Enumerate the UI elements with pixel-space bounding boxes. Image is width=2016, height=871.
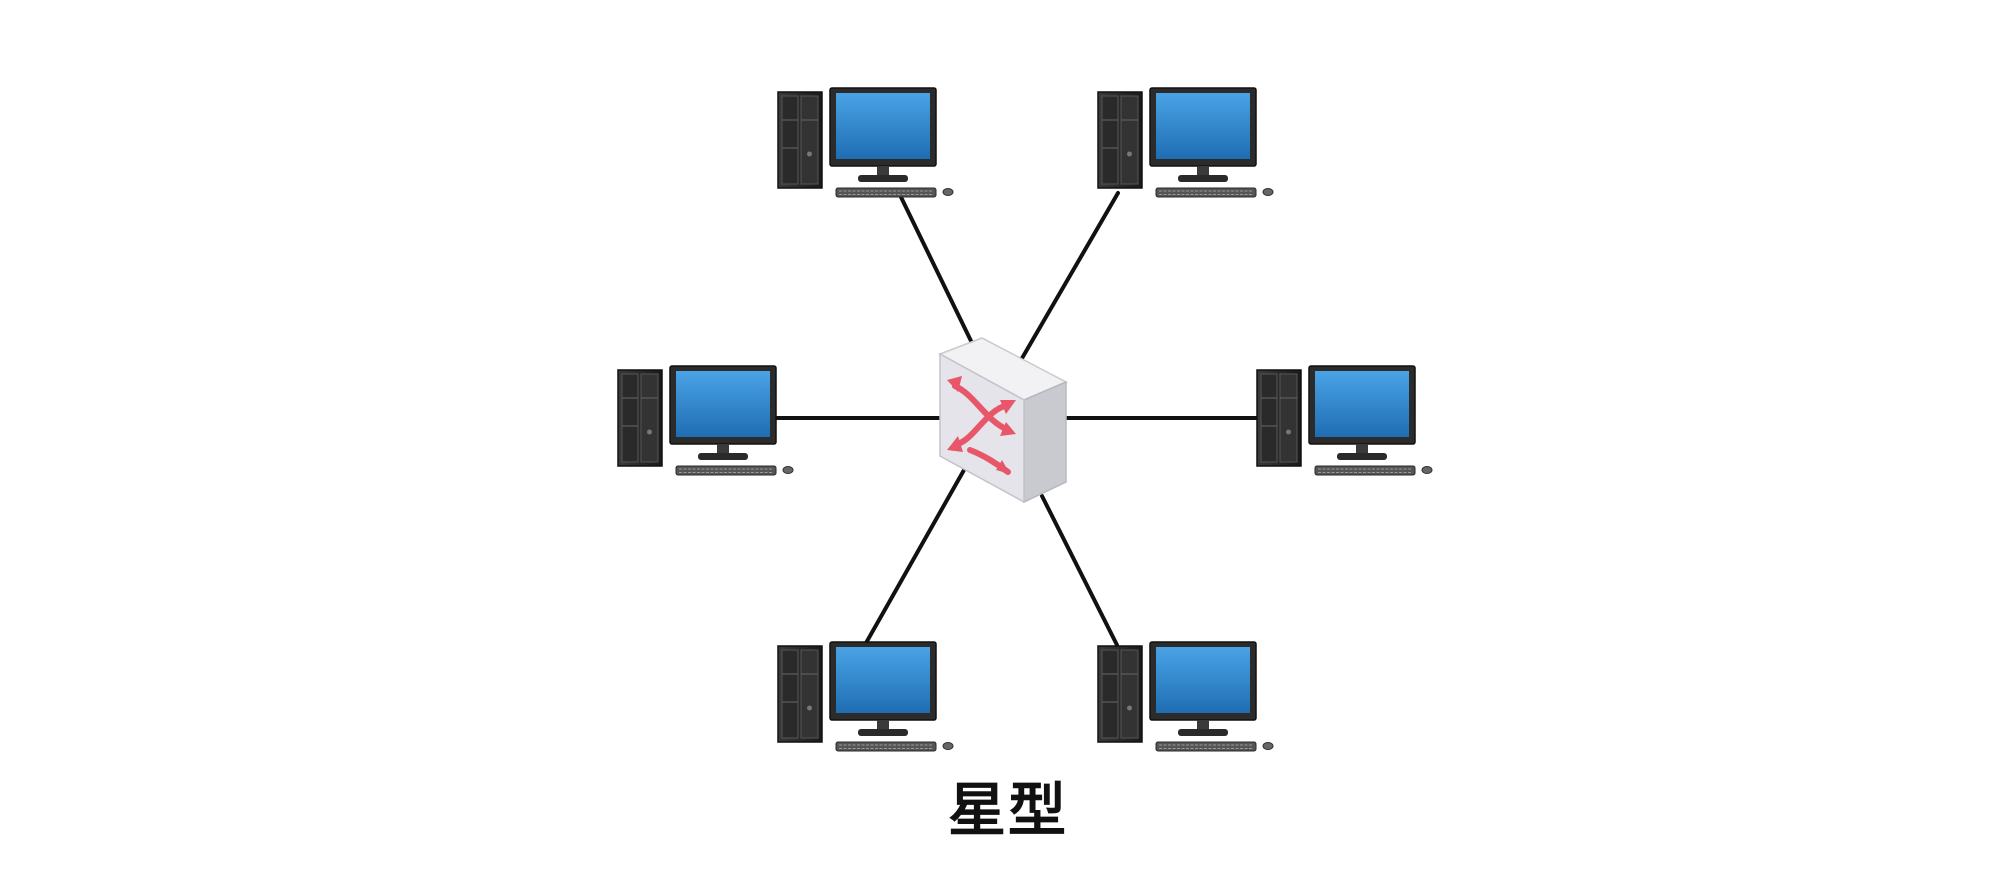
computer-bottom-right [1097, 641, 1274, 752]
diagram-caption: 星型 [947, 776, 1068, 844]
link-bottom-right [1040, 494, 1119, 647]
computer-middle-right [1256, 365, 1433, 476]
desktop-computer-icon [1097, 641, 1274, 752]
desktop-computer-icon [1256, 365, 1433, 476]
link-top-left [897, 191, 974, 345]
network-switch-icon [938, 337, 1068, 504]
desktop-computer-icon [777, 87, 954, 198]
computer-bottom-left [777, 641, 954, 752]
computer-middle-left [617, 365, 794, 476]
desktop-computer-icon [617, 365, 794, 476]
computer-top-right [1097, 87, 1274, 198]
desktop-computer-icon [777, 641, 954, 752]
link-bottom-left [864, 468, 966, 645]
computer-top-left [777, 87, 954, 198]
connection-links [773, 191, 1260, 647]
link-top-right [1019, 191, 1120, 362]
desktop-computer-icon [1097, 87, 1274, 198]
